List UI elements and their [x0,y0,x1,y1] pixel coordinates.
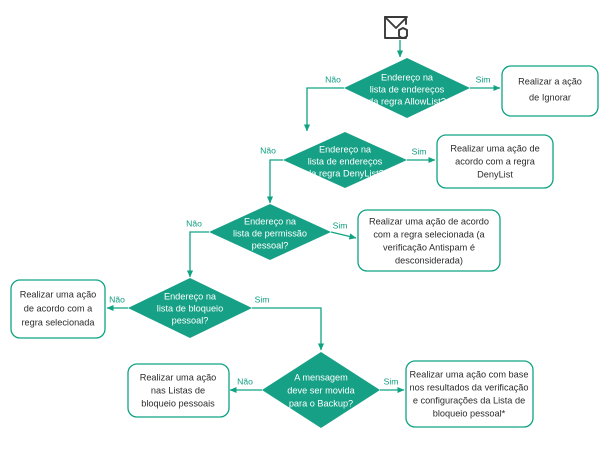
connector-bloqueio-yes [252,307,325,351]
action-antispam-line-3: verificação Antispam é [383,242,475,252]
action-ignorar-line-1: Realizar a ação [518,76,582,86]
action-verificacao-backup-line-4: bloqueio pessoal* [433,408,506,418]
edge-label-bloqueio-no: Não [109,294,125,304]
action-regra-selecionada-line-3: regra selecionada [21,317,95,327]
action-antispam-line-2: com a regra selecionada (a [373,229,485,239]
decision-bloqueio-pessoal-line-3: pessoal? [172,315,209,325]
edge-label-backup-yes: Sim [384,376,399,386]
edge-label-allowlist-no: Não [325,74,341,84]
decision-permissao-pessoal-line-1: Endereço na [244,216,297,226]
action-verificacao-backup-line-1: Realizar uma ação com base [410,369,529,379]
decision-permissao-pessoal-line-2: lista de permissão [233,228,307,238]
decision-denylist[interactable]: Endereço na lista de endereços da regra … [283,132,407,188]
edge-label-denylist-yes: Sim [412,146,427,156]
decision-permissao-pessoal-line-3: pessoal? [252,240,289,250]
decision-bloqueio-pessoal[interactable]: Endereço na lista de bloqueio pessoal? [128,278,252,338]
decision-allowlist-line-3: da regra AllowList? [368,96,446,106]
decision-bloqueio-pessoal-line-1: Endereço na [164,291,217,301]
action-denylist[interactable]: Realizar uma ação de acordo com a regra … [436,134,554,189]
action-denylist-line-2: acordo com a regra [455,156,536,166]
action-verificacao-backup-line-2: nos resultados da verificação [410,382,529,392]
connector-permissao-yes [330,231,357,240]
edge-label-denylist-no: Não [260,145,276,155]
action-regra-selecionada-line-1: Realizar uma ação [20,289,97,299]
action-denylist-line-1: Realizar uma ação de [450,143,539,153]
action-listas-bloqueio-line-2: nas Listas de [151,385,205,395]
edge-label-permissao-no: Não [186,218,202,228]
decision-denylist-line-3: da regra DenyList? [306,168,384,178]
connector-allowlist-no [303,87,344,132]
action-verificacao-backup-line-3: e configurações da Lista de [413,395,525,405]
action-listas-bloqueio-line-3: bloqueio pessoais [141,398,215,408]
edge-label-backup-no: Não [237,376,253,386]
action-ignorar[interactable]: Realizar a ação de Ignorar [501,65,599,117]
edge-label-bloqueio-yes: Sim [255,294,270,304]
decision-denylist-line-2: lista de endereços [308,156,383,166]
action-listas-bloqueio[interactable]: Realizar uma ação nas Listas de bloqueio… [127,363,230,418]
decision-mover-backup-line-1: A mensagem [294,372,348,382]
action-ignorar-line-2: de Ignorar [529,92,571,102]
connector-permissao-no [186,231,209,278]
action-denylist-line-3: DenyList [477,169,513,179]
decision-denylist-line-1: Endereço na [319,144,372,154]
edge-label-allowlist-yes: Sim [476,74,491,84]
decision-bloqueio-pessoal-line-2: lista de bloqueio [157,303,223,313]
edge-label-permissao-yes: Sim [333,220,348,230]
decision-allowlist[interactable]: Endereço na lista de endereços da regra … [344,58,470,118]
decision-permissao-pessoal[interactable]: Endereço na lista de permissão pessoal? [209,204,331,260]
decision-mover-backup-line-2: deve ser movida [287,385,355,395]
decision-mover-backup-line-3: para o Backup? [289,398,353,408]
email-shield-icon [384,16,408,39]
action-antispam-line-4: desconsiderada) [395,255,463,265]
action-listas-bloqueio-line-1: Realizar uma ação [140,372,217,382]
action-antispam-line-1: Realizar uma ação de acordo [369,216,489,226]
action-regra-selecionada[interactable]: Realizar uma ação de acordo com a regra … [10,279,106,339]
decision-allowlist-line-1: Endereço na [381,72,434,82]
action-regra-selecionada-line-2: de acordo com a [24,303,93,313]
connector-denylist-no [266,159,283,204]
action-verificacao-backup[interactable]: Realizar uma ação com base nos resultado… [405,360,534,428]
decision-mover-backup[interactable]: A mensagem deve ser movida para o Backup… [262,352,380,428]
decision-allowlist-line-2: lista de endereços [370,84,445,94]
action-antispam[interactable]: Realizar uma ação de acordo com a regra … [357,209,501,272]
